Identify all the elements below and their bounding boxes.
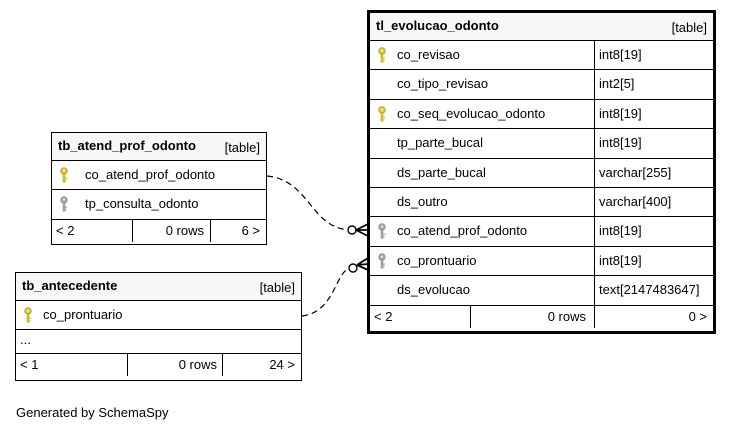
column-row[interactable]: ds_evolucao text[2147483647]: [370, 276, 713, 306]
column-type: text[2147483647]: [599, 282, 700, 298]
footer-rows: 0 rows: [165, 222, 204, 238]
table-kind: [table]: [224, 140, 260, 155]
column-name: tp_parte_bucal: [397, 135, 484, 151]
column-type: varchar[400]: [599, 193, 672, 209]
column-name: co_atend_prof_odonto: [397, 223, 528, 239]
column-row[interactable]: tp_parte_bucal int8[19]: [370, 129, 713, 159]
ellipsis-text: ...: [20, 332, 31, 348]
column-name: co_seq_evolucao_odonto: [397, 105, 546, 121]
footer-parents[interactable]: < 1: [20, 357, 39, 373]
table-footer: < 2 0 rows 0 >: [370, 305, 713, 328]
relationship-crowfoot-atend: [355, 223, 369, 237]
column-row[interactable]: tp_consulta_odonto: [52, 190, 266, 220]
table-kind: [table]: [259, 280, 295, 295]
footer-parents[interactable]: < 2: [374, 308, 393, 324]
column-row[interactable]: co_seq_evolucao_odonto int8[19]: [370, 99, 713, 130]
table-header: tb_atend_prof_odonto [table]: [52, 133, 266, 161]
column-type: int8[19]: [599, 223, 642, 239]
column-type: int8[19]: [599, 252, 642, 268]
column-row[interactable]: co_prontuario int8[19]: [370, 246, 713, 277]
column-name: tp_consulta_odonto: [85, 196, 199, 212]
column-name: ds_evolucao: [397, 282, 470, 298]
column-name: co_prontuario: [397, 252, 477, 268]
table-name: tb_atend_prof_odonto: [58, 138, 196, 153]
column-row[interactable]: ds_parte_bucal varchar[255]: [370, 158, 713, 188]
gray-key-icon: [378, 253, 386, 269]
table-footer: < 2 0 rows 6 >: [52, 219, 266, 242]
relationship-crowfoot-antecedente: [356, 257, 369, 271]
relationship-end-circle-atend: [347, 225, 357, 235]
gold-key-icon: [378, 47, 386, 63]
gold-key-icon: [24, 307, 32, 323]
footer-children[interactable]: 6 >: [241, 222, 260, 238]
column-name: co_prontuario: [43, 307, 123, 322]
column-row[interactable]: co_tipo_revisao int2[5]: [370, 70, 713, 100]
table-tb-atend-prof-odonto[interactable]: tb_atend_prof_odonto [table] co_atend_pr…: [51, 132, 267, 245]
column-row[interactable]: co_atend_prof_odonto int8[19]: [370, 217, 713, 247]
table-tb-antecedente[interactable]: tb_antecedente [table] co_prontuario ...…: [15, 272, 302, 381]
relationship-line-atend: [266, 175, 351, 231]
column-type: varchar[255]: [599, 164, 672, 180]
column-row[interactable]: co_revisao int8[19]: [370, 41, 713, 71]
more-columns-ellipsis: ...: [16, 330, 301, 355]
column-type: int8[19]: [599, 105, 642, 121]
footer-children[interactable]: 24 >: [269, 357, 295, 373]
footer-rows: 0 rows: [178, 357, 217, 373]
column-name: co_atend_prof_odonto: [85, 167, 216, 182]
generated-by-label: Generated by SchemaSpy: [16, 405, 169, 420]
column-name: co_tipo_revisao: [397, 76, 489, 92]
footer-parents[interactable]: < 2: [56, 222, 75, 238]
column-name: ds_parte_bucal: [397, 164, 486, 180]
relationship-end-circle-antecedente: [348, 263, 358, 273]
gold-key-icon: [60, 167, 68, 183]
column-row[interactable]: ds_outro varchar[400]: [370, 187, 713, 218]
footer-rows: 0 rows: [547, 308, 586, 324]
gray-key-icon: [60, 196, 68, 212]
table-header: tl_evolucao_odonto [table]: [370, 13, 713, 41]
column-type: int2[5]: [599, 76, 635, 92]
gold-key-icon: [378, 106, 386, 122]
footer-children[interactable]: 0 >: [688, 308, 707, 324]
table-name: tb_antecedente: [22, 278, 118, 293]
column-name: ds_outro: [397, 193, 448, 209]
table-name: tl_evolucao_odonto: [376, 18, 499, 33]
gray-key-icon: [378, 223, 386, 239]
table-header: tb_antecedente [table]: [16, 273, 301, 301]
column-name: co_revisao: [397, 47, 460, 62]
column-type: int8[19]: [599, 135, 642, 151]
table-kind: [table]: [671, 20, 707, 35]
column-row[interactable]: co_prontuario: [16, 301, 301, 331]
table-footer: < 1 0 rows 24 >: [16, 354, 301, 377]
relationship-line-antecedente: [301, 267, 351, 317]
column-row[interactable]: co_atend_prof_odonto: [52, 161, 266, 191]
column-type: int8[19]: [599, 47, 642, 62]
